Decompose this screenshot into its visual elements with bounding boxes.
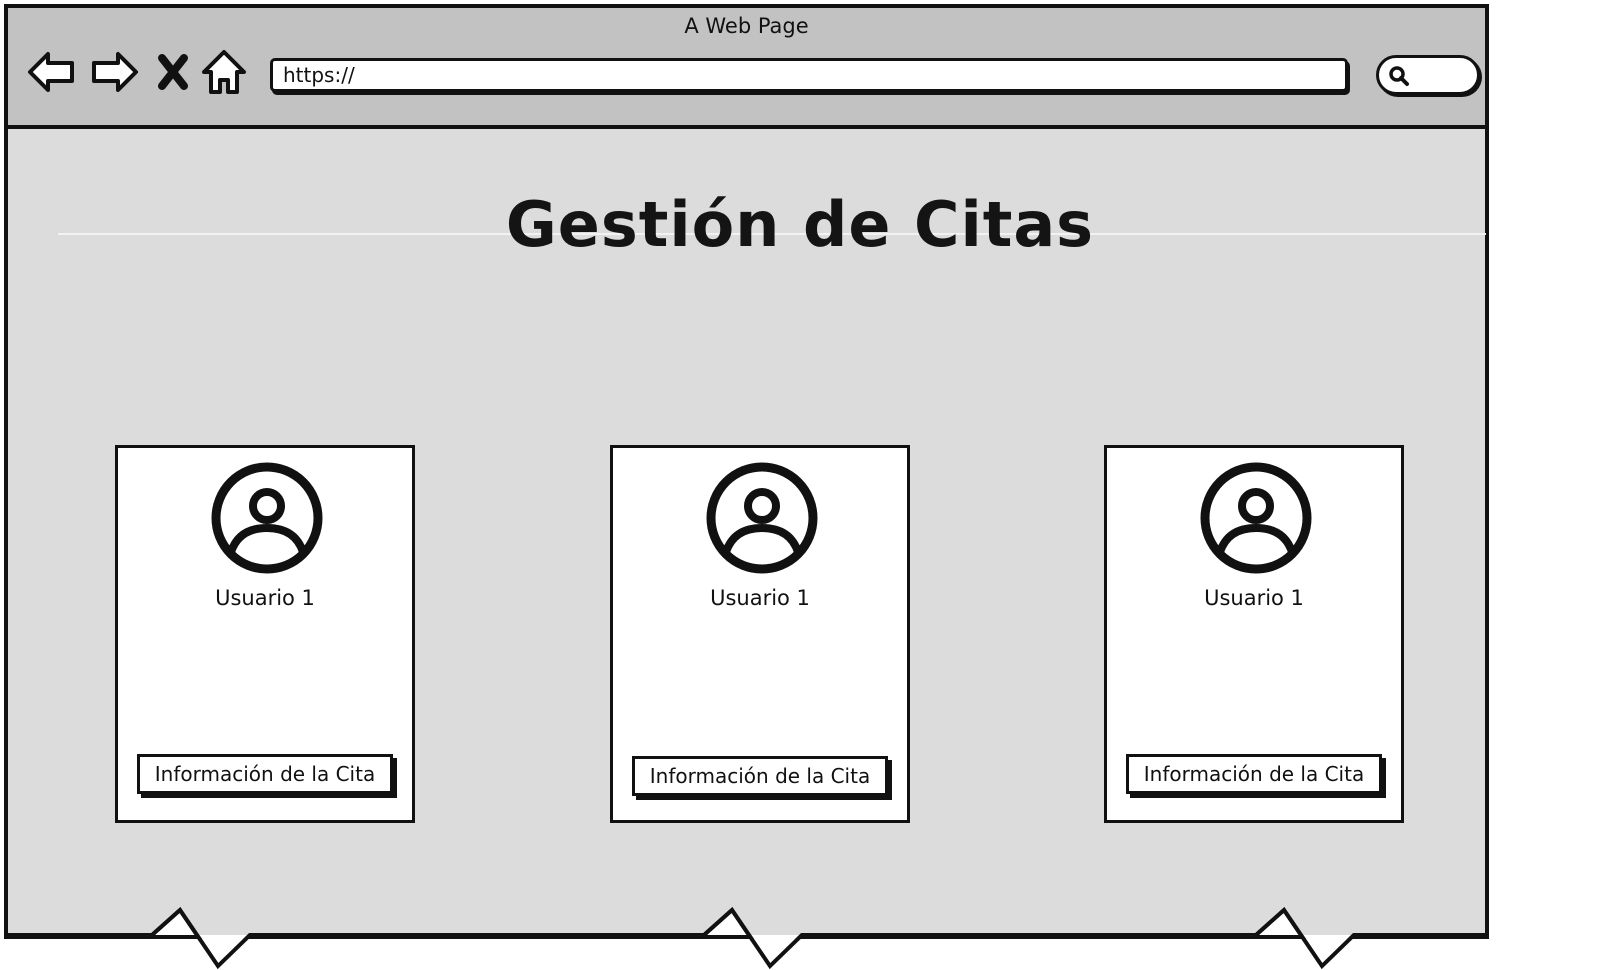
appointment-info-button[interactable]: Información de la Cita xyxy=(1126,754,1382,794)
back-arrow-icon[interactable] xyxy=(26,46,78,98)
url-input[interactable] xyxy=(270,58,1348,92)
page-title: Gestión de Citas xyxy=(505,188,1095,261)
window-title: A Web Page xyxy=(684,14,809,38)
user-avatar-icon xyxy=(706,462,818,574)
card-user-name: Usuario 1 xyxy=(215,586,315,610)
home-icon[interactable] xyxy=(198,46,250,98)
search-icon xyxy=(1389,66,1409,86)
appointment-info-button[interactable]: Información de la Cita xyxy=(137,754,393,794)
user-avatar-icon xyxy=(211,462,323,574)
search-box[interactable] xyxy=(1376,55,1480,95)
close-icon[interactable] xyxy=(148,46,200,98)
card-user-name: Usuario 1 xyxy=(1204,586,1304,610)
forward-arrow-icon[interactable] xyxy=(88,46,140,98)
appointment-card: Usuario 1 Información de la Cita xyxy=(610,445,910,823)
appointment-card: Usuario 1 Información de la Cita xyxy=(1104,445,1404,823)
user-avatar-icon xyxy=(1200,462,1312,574)
appointment-info-button[interactable]: Información de la Cita xyxy=(632,756,888,796)
heading-divider xyxy=(58,233,1486,235)
browser-titlebar: A Web Page xyxy=(8,8,1485,129)
appointment-card: Usuario 1 Información de la Cita xyxy=(115,445,415,823)
card-user-name: Usuario 1 xyxy=(710,586,810,610)
